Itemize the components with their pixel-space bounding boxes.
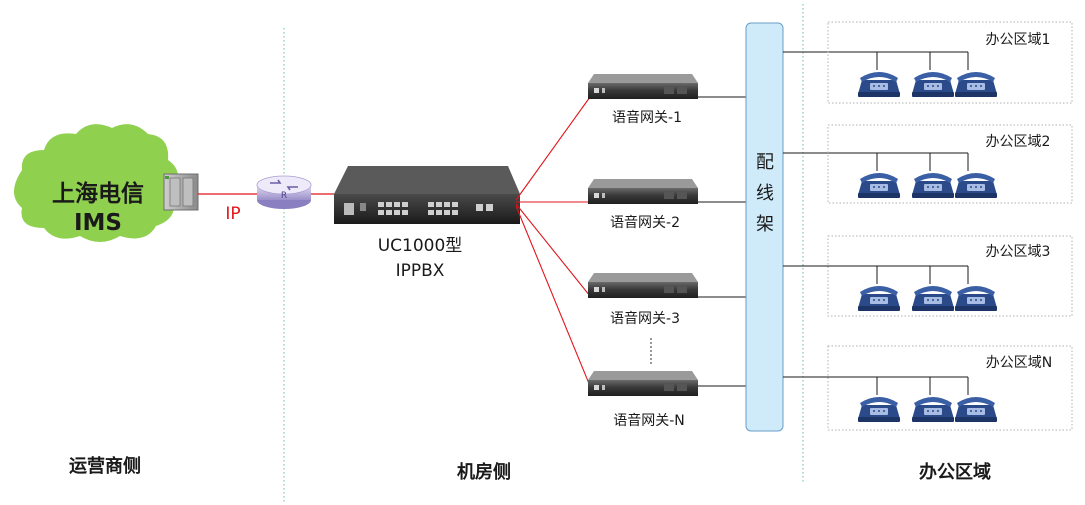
voice-gateway-icon <box>588 371 698 396</box>
office-zone-1: 办公区域1 <box>783 21 1073 104</box>
office-label-3: 办公区域3 <box>986 244 1051 260</box>
office-label-1: 办公区域1 <box>986 32 1051 48</box>
office-label-n: 办公区域N <box>986 355 1052 371</box>
gateway-label-n: 语音网关-N <box>613 412 685 429</box>
gateway-label-3: 语音网关-3 <box>610 310 680 327</box>
cloud-icon <box>14 124 179 242</box>
desk-phone-icon <box>912 286 954 311</box>
pbx-gateway-links <box>515 96 591 387</box>
carrier-name-line1: 上海电信 <box>52 180 144 207</box>
router-icon: R <box>256 175 312 209</box>
ippbx-model-line1: UC1000型 <box>378 236 463 256</box>
voice-gateway-icon <box>588 74 698 99</box>
desk-phone-icon <box>858 286 900 311</box>
distribution-frame <box>745 22 784 432</box>
voice-gateway-icon <box>588 179 698 204</box>
office-label-2: 办公区域2 <box>986 134 1051 150</box>
voice-gateway-1: 语音网关-1 <box>588 74 698 126</box>
office-zone-2: 办公区域2 <box>783 124 1073 204</box>
frame-char-1: 配 <box>756 152 774 173</box>
section-label-server-room: 机房侧 <box>457 461 511 483</box>
rack-server-icon <box>163 173 199 211</box>
voice-gateway-3: 语音网关-3 <box>588 273 698 327</box>
gateway-label-1: 语音网关-1 <box>612 109 682 126</box>
gateway-label-2: 语音网关-2 <box>610 214 680 231</box>
desk-phone-icon <box>912 72 954 97</box>
office-zone-n: 办公区域N <box>783 345 1073 431</box>
ip-link-label: IP <box>225 204 240 224</box>
gateway-frame-links <box>698 96 746 387</box>
voice-gateway-icon <box>588 273 698 298</box>
desk-phone-icon <box>858 397 900 422</box>
carrier-name-line2: IMS <box>74 210 122 236</box>
desk-phone-icon <box>955 72 997 97</box>
desk-phone-icon <box>955 173 997 198</box>
voice-gateway-2: 语音网关-2 <box>588 179 698 231</box>
desk-phone-icon <box>955 286 997 311</box>
frame-char-3: 架 <box>756 214 774 235</box>
desk-phone-icon <box>858 173 900 198</box>
section-label-carrier: 运营商侧 <box>69 455 141 477</box>
ippbx-device-icon <box>334 166 520 224</box>
frame-char-2: 线 <box>756 183 774 204</box>
office-zone-3: 办公区域3 <box>783 235 1073 317</box>
svg-text:R: R <box>281 191 287 201</box>
voice-gateway-n: 语音网关-N <box>588 371 698 429</box>
desk-phone-icon <box>912 173 954 198</box>
desk-phone-icon <box>858 72 900 97</box>
ippbx-model-line2: IPPBX <box>396 261 445 281</box>
desk-phone-icon <box>955 397 997 422</box>
desk-phone-icon <box>912 397 954 422</box>
section-label-office: 办公区域 <box>919 461 991 483</box>
